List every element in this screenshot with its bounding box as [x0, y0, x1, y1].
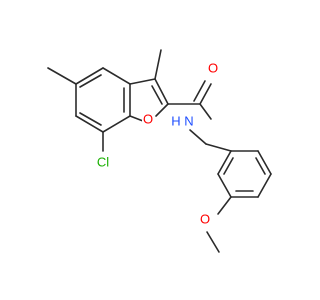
ether-oxygen-atom-label: O [200, 211, 210, 226]
bond-c4-c3a [102, 67, 131, 85]
ether-oxygen-label-background [199, 213, 213, 227]
chlorine-atom-label: Cl [97, 154, 109, 169]
atom-labels: Cl O O H N O [93, 60, 220, 227]
bond-c5-c4 [75, 67, 104, 85]
bond-o-methyl [206, 231, 220, 253]
bond-ar6-ar1-inner [223, 157, 234, 175]
furan-oxygen-label-background [142, 113, 155, 127]
molecule-canvas: Cl O O H N O [47, 49, 272, 253]
bond-c3-methyl [154, 49, 162, 80]
amide-nitrogen-atom-label: N [184, 113, 193, 128]
bond-carbonyl-o [199, 83, 212, 105]
bonds [47, 49, 272, 253]
bond-c3-c2-inner [151, 85, 163, 105]
bond-c5-c4-inner [79, 74, 102, 88]
bond-c3-c2 [154, 78, 169, 105]
bond-carbonyl-o-double [193, 80, 206, 102]
carbonyl-oxygen-atom-label: O [208, 60, 218, 75]
amide-nitrogen-label-background [179, 115, 202, 129]
bond-n-ch2 [189, 129, 207, 145]
bond-c7a-c7 [102, 115, 131, 133]
molecule-structure: Cl O O H N O [47, 49, 272, 253]
chlorine-label-background [93, 157, 113, 171]
bond-c3a-c3 [129, 78, 156, 85]
bond-ch2-aryl [205, 143, 232, 152]
bond-ar3-ar4 [257, 173, 272, 198]
bond-o1-c7a [129, 115, 144, 122]
bond-c7-c6-inner [79, 112, 102, 126]
furan-oxygen-atom-label: O [143, 111, 153, 126]
bond-ar2-ar3 [257, 150, 272, 175]
bond-c2-o1 [155, 103, 169, 117]
bond-carbonyl-n [199, 103, 212, 120]
bond-ar6-ar1 [217, 150, 232, 175]
bond-c5-methyl [47, 67, 77, 85]
bond-ar5-ar6 [217, 173, 232, 198]
bond-c7-c6 [75, 115, 104, 133]
amide-hydrogen-atom-label: H [171, 113, 180, 128]
carbonyl-oxygen-label-background [207, 62, 220, 76]
bond-ar5-o [217, 196, 232, 215]
bond-ar2-ar3-inner [255, 157, 266, 175]
